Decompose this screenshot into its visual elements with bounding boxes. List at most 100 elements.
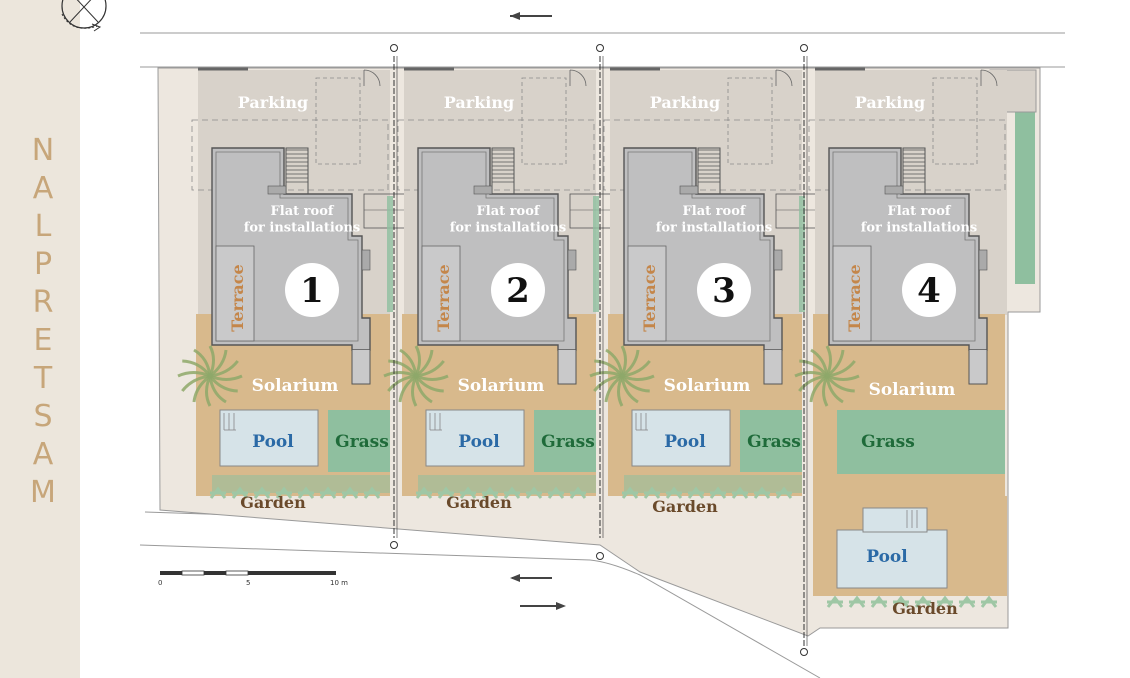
grass-label: Grass: [335, 432, 389, 452]
grass-area: [328, 410, 390, 472]
plot-number: 1: [300, 271, 324, 311]
skylight: [473, 185, 493, 195]
sidebar-title-letter: L: [34, 209, 52, 244]
sidebar-title-letter: A: [32, 437, 54, 472]
hedge-shrubs: [415, 486, 587, 499]
solarium-label: Solarium: [458, 376, 545, 396]
balcony: [968, 350, 988, 385]
grass-label: Grass: [747, 432, 801, 452]
plot-number: 2: [506, 271, 530, 311]
pool-steps-icon: [429, 413, 442, 431]
door-swing: [363, 69, 381, 87]
terrace-label: Terrace: [228, 264, 247, 331]
hedge: [387, 196, 393, 312]
grass-label: Grass: [541, 432, 595, 452]
plot-number: 3: [712, 271, 736, 311]
ground-floor-outline: [191, 119, 389, 191]
pool: [836, 529, 948, 589]
parking-label: Parking: [855, 93, 925, 112]
scale-label-5: 5: [246, 579, 250, 587]
door-swing: [569, 69, 587, 87]
hedge-shrubs: [621, 486, 793, 499]
parking-label: Parking: [238, 93, 308, 112]
balcony: [557, 350, 577, 385]
pool-steps-icon: [223, 413, 236, 431]
terrace-label: Terrace: [640, 264, 659, 331]
pool-steps-icon: [906, 510, 918, 528]
parking-space: [315, 77, 361, 165]
sidebar-title-letter: R: [32, 285, 54, 320]
parking-space: [727, 77, 773, 165]
solarium-label: Solarium: [252, 376, 339, 396]
palm-tree-icon: [383, 345, 449, 407]
pool-steps: [862, 507, 928, 533]
plot-number-badge: [285, 263, 339, 317]
parking-space: [932, 77, 978, 165]
hedge-shrubs: [209, 486, 381, 499]
ground-floor-outline: [808, 119, 1006, 191]
pool-label: Pool: [458, 432, 500, 452]
boundary-marker-icon: [800, 648, 808, 656]
sidebar-title-letter: E: [33, 323, 53, 358]
sidebar-title-letter: S: [33, 399, 53, 434]
garden-label: Garden: [892, 599, 958, 618]
parking-space: [521, 77, 567, 165]
grass-area: [837, 410, 1005, 474]
palm-tree-icon: [589, 345, 655, 407]
vent: [361, 249, 371, 271]
hedge-shrubs: [826, 595, 998, 608]
planting-strip: [624, 475, 802, 493]
pool: [425, 409, 525, 467]
vent: [773, 249, 783, 271]
boundary-marker-icon: [390, 44, 398, 52]
scale-bar: 0 5 10 m: [158, 570, 348, 587]
skylight: [679, 185, 699, 195]
garden-label: Garden: [240, 493, 306, 512]
stair-icon: [902, 147, 926, 195]
hedge: [1015, 112, 1035, 284]
solarium-label: Solarium: [664, 376, 751, 396]
boundary-marker-icon: [390, 541, 398, 549]
sidebar-title-letter: T: [33, 361, 53, 396]
garden-label: Garden: [652, 497, 718, 516]
plot-divider: [596, 44, 604, 560]
sidebar-title-letter: M: [30, 475, 56, 510]
skylight: [884, 185, 904, 195]
terrace-area: [627, 245, 667, 342]
ground-floor-outline: [397, 119, 595, 191]
plot-divider: [800, 44, 808, 656]
boundary-marker-icon: [800, 44, 808, 52]
plot-number: 4: [917, 271, 941, 311]
stair-icon: [491, 147, 515, 195]
hedge: [593, 196, 599, 312]
terrace-label: Terrace: [434, 264, 453, 331]
terrace-label: Terrace: [845, 264, 864, 331]
palm-tree-icon: [794, 345, 860, 407]
skylight: [267, 185, 287, 195]
roof-parapet: [627, 151, 771, 342]
traffic-arrow-left-icon: [510, 12, 552, 20]
palm-tree-icon: [177, 345, 243, 407]
street-edge: [139, 544, 821, 678]
pool-label: Pool: [252, 432, 294, 452]
pool-steps-icon: [635, 413, 648, 431]
door-swing: [775, 69, 793, 87]
terrace-area: [421, 245, 461, 342]
plot-number-badge: [902, 263, 956, 317]
vent: [567, 249, 577, 271]
pool: [219, 409, 319, 467]
solarium-label: Solarium: [869, 380, 956, 400]
ground-floor-outline: [603, 119, 801, 191]
boundary-marker-icon: [596, 552, 604, 560]
terrace-area: [215, 245, 255, 342]
balcony: [763, 350, 783, 385]
